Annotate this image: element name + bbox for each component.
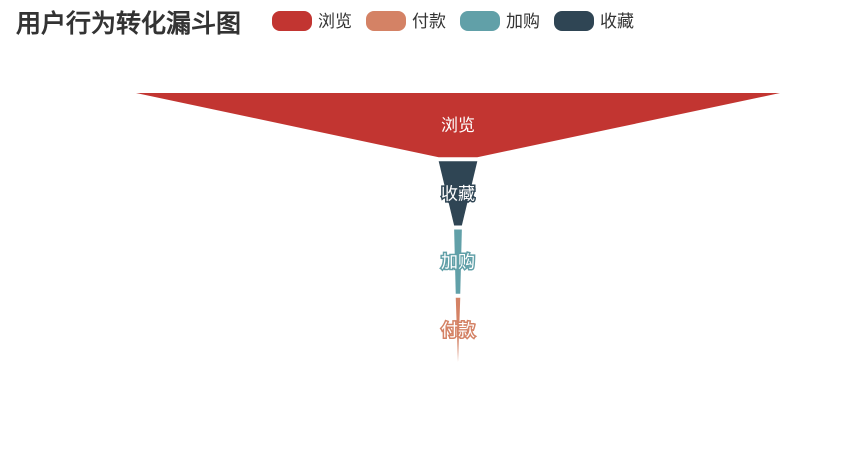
chart-title: 用户行为转化漏斗图 bbox=[16, 9, 241, 38]
legend-label-0: 浏览 bbox=[318, 12, 352, 32]
legend-item-2[interactable]: 加购 bbox=[460, 11, 540, 32]
legend: 浏览 付款 加购 收藏 bbox=[272, 11, 634, 32]
legend-item-1[interactable]: 付款 bbox=[366, 11, 446, 32]
funnel-label-3: 付款 bbox=[441, 321, 475, 341]
funnel-segment-0[interactable] bbox=[136, 93, 780, 158]
funnel-segment-1[interactable] bbox=[438, 161, 478, 226]
funnel-label-1: 收藏 bbox=[441, 184, 475, 204]
legend-item-0[interactable]: 浏览 bbox=[272, 11, 352, 32]
legend-swatch-1 bbox=[366, 11, 406, 31]
legend-label-3: 收藏 bbox=[600, 12, 634, 32]
legend-swatch-2 bbox=[460, 11, 500, 31]
legend-swatch-3 bbox=[554, 11, 594, 31]
legend-item-3[interactable]: 收藏 bbox=[554, 11, 634, 32]
legend-label-1: 付款 bbox=[412, 12, 446, 32]
funnel-segment-3[interactable] bbox=[455, 297, 461, 362]
funnel-segment-2[interactable] bbox=[454, 229, 462, 294]
funnel-label-2: 加购 bbox=[441, 253, 475, 273]
legend-swatch-0 bbox=[272, 11, 312, 31]
funnel-label-0: 浏览 bbox=[441, 116, 475, 136]
legend-label-2: 加购 bbox=[506, 12, 540, 32]
